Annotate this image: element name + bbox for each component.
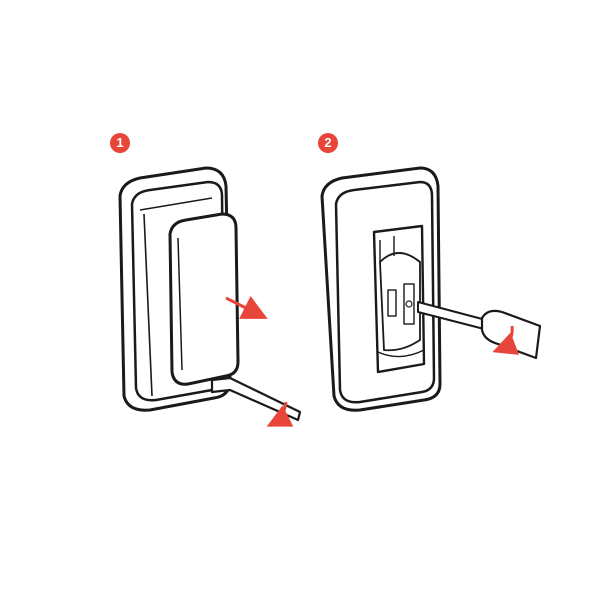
step-2-badge: 2 <box>318 133 338 153</box>
step-1-badge: 1 <box>110 133 130 153</box>
switch-mechanism <box>379 252 421 352</box>
switch-box-bezel <box>139 197 213 211</box>
screwdriver-icon <box>210 376 302 422</box>
step2-illustration <box>320 166 542 412</box>
rotate-arrow-icon <box>492 325 520 355</box>
step1-illustration <box>118 166 302 427</box>
switch-cover-icon <box>168 212 240 386</box>
rotate-arrow-icon <box>266 401 294 427</box>
pull-arrow-icon <box>225 295 268 319</box>
